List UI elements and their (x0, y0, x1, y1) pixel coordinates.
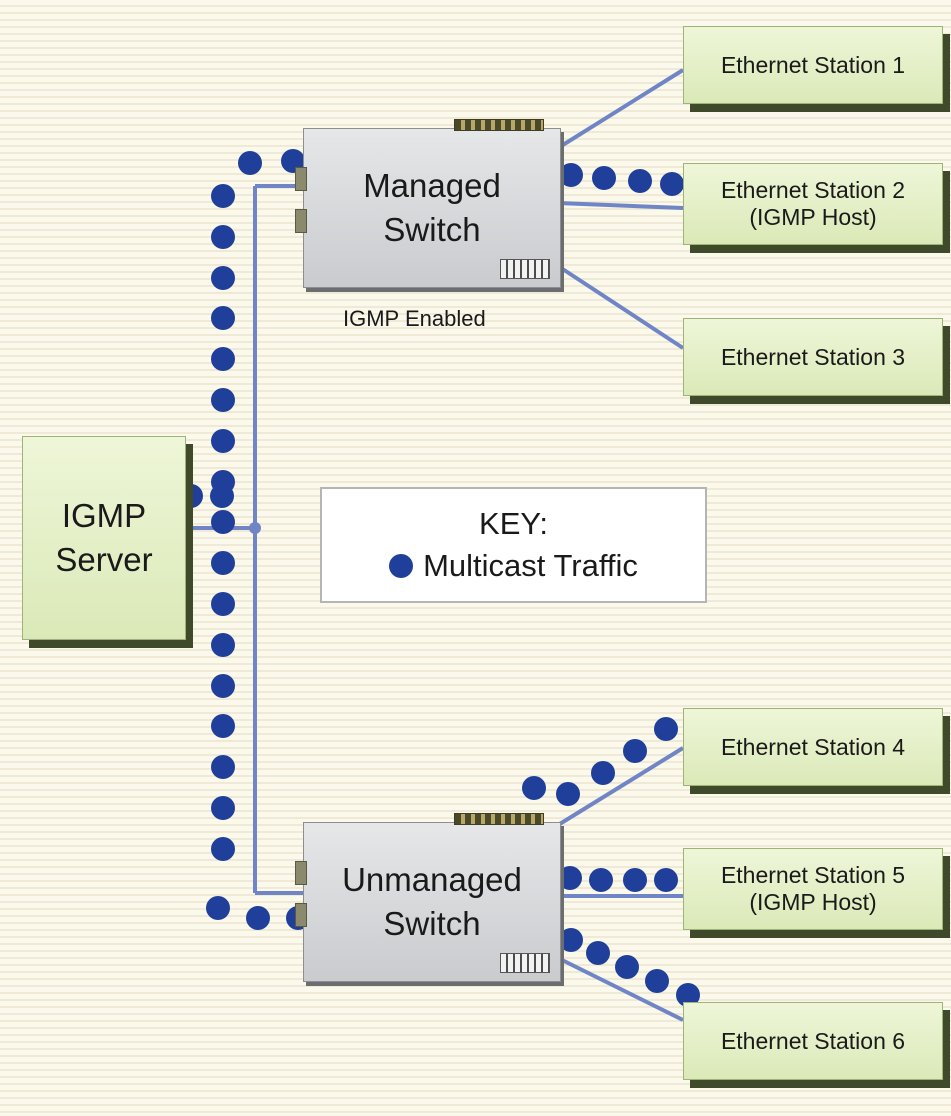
bus-junction (249, 522, 261, 534)
managed-switch: Managed Switch (295, 119, 561, 288)
multicast-dot (238, 151, 262, 175)
legend-item-label: Multicast Traffic (423, 548, 638, 583)
station-sublabel: (IGMP Host) (749, 204, 877, 230)
station-label: Ethernet Station 2 (720, 177, 906, 203)
multicast-traffic-dots (179, 149, 700, 1007)
multicast-dot (211, 510, 235, 534)
multicast-dot (211, 347, 235, 371)
terminal-block (454, 813, 544, 825)
multicast-dot (211, 266, 235, 290)
station-label: Ethernet Station 6 (720, 1027, 906, 1054)
legend-item: Multicast Traffic (389, 545, 638, 587)
unmanaged-switch: Unmanaged Switch (295, 813, 561, 982)
multicast-dot (211, 388, 235, 412)
station-label: Ethernet Station 1 (720, 51, 906, 78)
multicast-dot (211, 429, 235, 453)
multicast-dot (623, 868, 647, 892)
managed-switch-caption: IGMP Enabled (343, 306, 486, 331)
multicast-dot (211, 184, 235, 208)
terminal-block (454, 119, 544, 131)
multicast-dot (559, 928, 583, 952)
multicast-dot (586, 941, 610, 965)
serial-port (500, 953, 550, 973)
multicast-dot (559, 163, 583, 187)
igmp-server-label-line1: IGMP (61, 497, 147, 534)
multicast-dot (556, 782, 580, 806)
multicast-dot (676, 983, 700, 1007)
legend-title: KEY: (479, 506, 548, 541)
managed-switch-label-line1: Managed (363, 167, 501, 204)
link-unmanaged-to-station-6 (557, 956, 684, 1022)
multicast-dot (628, 169, 652, 193)
station-label: Ethernet Station 3 (720, 343, 906, 370)
link-managed-to-station-3 (556, 264, 685, 350)
igmp-server-label-line2: Server (55, 541, 153, 578)
managed-switch-label-line2: Switch (383, 211, 481, 248)
station-sublabel: (IGMP Host) (749, 889, 877, 915)
multicast-dot (211, 755, 235, 779)
multicast-dot (558, 866, 582, 890)
unmanaged-switch-label-line1: Unmanaged (342, 861, 522, 898)
multicast-dot (211, 470, 235, 494)
multicast-dot (211, 592, 235, 616)
multicast-dot (211, 714, 235, 738)
link-lines (186, 68, 685, 1022)
multicast-dot (592, 166, 616, 190)
link-unmanaged-to-station-4 (548, 746, 685, 832)
din-clip (295, 209, 307, 233)
multicast-dot-icon (389, 554, 414, 578)
igmp-server-node: IGMP Server (22, 436, 186, 640)
multicast-dot (615, 955, 639, 979)
ethernet-station-5: Ethernet Station 5 (IGMP Host) (683, 848, 943, 930)
multicast-dot (211, 551, 235, 575)
din-clip (295, 861, 307, 885)
multicast-dot (654, 717, 678, 741)
multicast-dot (645, 969, 669, 993)
multicast-dot (522, 776, 546, 800)
unmanaged-switch-label-line2: Switch (383, 905, 481, 942)
multicast-dot (623, 739, 647, 763)
serial-port (500, 259, 550, 279)
ethernet-station-2: Ethernet Station 2 (IGMP Host) (683, 163, 943, 245)
multicast-dot (211, 633, 235, 657)
ethernet-station-1: Ethernet Station 1 (683, 26, 943, 104)
multicast-dot (211, 837, 235, 861)
station-label: Ethernet Station 4 (720, 733, 906, 760)
din-clip (295, 903, 307, 927)
ethernet-station-4: Ethernet Station 4 (683, 708, 943, 786)
link-managed-to-station-1 (556, 68, 685, 150)
multicast-dot (654, 868, 678, 892)
multicast-dot (206, 896, 230, 920)
legend-key: KEY: Multicast Traffic (320, 487, 707, 603)
link-managed-to-station-2 (557, 201, 684, 210)
multicast-dot (246, 906, 270, 930)
multicast-dot (211, 225, 235, 249)
multicast-dot (591, 761, 615, 785)
din-clip (295, 167, 307, 191)
multicast-dot (660, 172, 684, 196)
station-label: Ethernet Station 5 (720, 862, 906, 888)
multicast-dot (589, 868, 613, 892)
multicast-dot (211, 306, 235, 330)
multicast-dot (211, 796, 235, 820)
multicast-dot (211, 674, 235, 698)
ethernet-station-6: Ethernet Station 6 (683, 1002, 943, 1080)
ethernet-station-3: Ethernet Station 3 (683, 318, 943, 396)
